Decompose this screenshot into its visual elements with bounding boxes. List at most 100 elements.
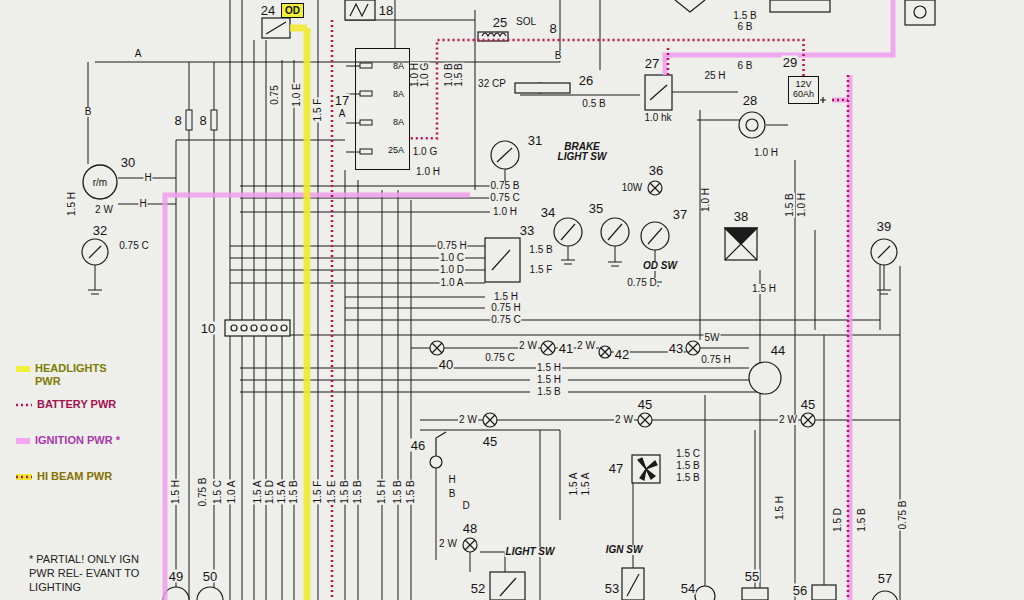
gauge-circle: r/m <box>82 164 118 200</box>
wire-code: 1.5 C <box>213 479 223 505</box>
wire-code: B <box>448 489 457 499</box>
wire-code: 2 W <box>614 415 634 425</box>
wire-code: 1.0 H <box>410 62 420 88</box>
fuse-symbol <box>186 110 192 130</box>
wire-code: 1.5 B <box>732 11 757 21</box>
legend-line-sample <box>16 401 32 409</box>
wire-code: 6 B <box>736 22 753 32</box>
fuse-box: 8A8A8A25A <box>355 48 410 170</box>
callout-number: 53 <box>604 582 620 595</box>
wire-code: H <box>143 173 152 183</box>
wire-code: 2 W <box>438 539 458 549</box>
wire-code: 1.5 B <box>393 479 403 504</box>
callout-number: 38 <box>733 210 749 223</box>
callout-number: 17 <box>334 94 350 107</box>
wire-code: 1.5 F <box>313 480 323 505</box>
note-text: * PARTIAL! ONLY IGN PWR REL- EVANT TO LI… <box>28 552 155 594</box>
wire-code: 1.5 H <box>536 375 562 385</box>
wire-code: 1.0 G <box>412 147 438 157</box>
gauge-symbols <box>82 112 898 600</box>
wire-code: 10W <box>621 183 644 193</box>
callout-number: 40 <box>438 358 454 371</box>
callout-number: 47 <box>608 462 624 475</box>
wire-code: 1.5 H <box>171 479 181 505</box>
wire-code: 1.5 B <box>675 461 700 471</box>
wire-code: 0.75 B <box>198 477 208 508</box>
callout-number: 8 <box>198 114 207 127</box>
wire-code: H <box>138 199 147 209</box>
callout-number: 35 <box>588 202 604 215</box>
wire-code: 1.5 B <box>675 473 700 483</box>
node-text: 8A <box>393 118 404 128</box>
callout-number: 36 <box>648 164 664 177</box>
callout-number: 31 <box>527 134 543 147</box>
callout-number: 30 <box>120 156 136 169</box>
wire-code: A <box>134 49 143 59</box>
wire-code: 1.0 B <box>444 62 454 87</box>
wire-code: 2 W <box>458 415 478 425</box>
fuse-symbol <box>360 91 372 96</box>
wire-code: 1.0 A <box>440 278 465 288</box>
legend-swatch <box>16 438 30 444</box>
legend-text: BATTERY PWR <box>37 398 116 411</box>
wire-code: 1.5 B <box>340 479 350 504</box>
wire-code: 1.0 G <box>420 62 430 88</box>
battery-box: 12V 60Ah <box>788 76 819 104</box>
wire-code: 1.5 H <box>536 363 562 373</box>
legend-line-sample <box>16 473 32 481</box>
callout-number: 37 <box>672 208 688 221</box>
wire-code: 0.75 H <box>700 355 731 365</box>
wire-code: 0.75 B <box>898 500 908 531</box>
legend-item: HI BEAM PWR <box>16 470 112 483</box>
wires <box>88 0 900 600</box>
switch-label: BRAKE LIGHT SW <box>552 142 612 162</box>
wire-code: 1.5 E <box>327 479 337 504</box>
node-text: r/m <box>93 177 107 188</box>
wire-code: 0.75 C <box>484 353 515 363</box>
switch-label: IGN SW <box>605 545 644 555</box>
callout-number: 44 <box>770 344 786 357</box>
wire-code: 1.5 B <box>785 192 795 217</box>
wire-code: H <box>447 475 456 485</box>
component-boxes <box>225 0 935 600</box>
wire-code: B <box>554 51 563 61</box>
callout-number: 10 <box>200 322 216 335</box>
switch-label: LIGHT SW <box>505 547 556 557</box>
wire-code: 2 W <box>576 341 596 351</box>
wire-code: 1.0 C <box>439 253 465 263</box>
lamp-symbols <box>430 83 815 552</box>
wire-code: 1.0 A <box>227 480 237 505</box>
callout-number: 42 <box>614 348 630 361</box>
callout-number: 18 <box>378 4 394 17</box>
callout-number: 48 <box>462 522 478 535</box>
wire-code: 1.0 H <box>415 167 441 177</box>
wire-code: 1.5 H <box>377 479 387 505</box>
wire-code: 1.5 D <box>833 507 843 533</box>
wire-code: 1.0 H <box>701 187 711 213</box>
wire-code: 1.0 D <box>439 265 465 275</box>
callout-number: 39 <box>876 220 892 233</box>
wire-code: 1.5 A <box>277 480 287 505</box>
wire-code: 0.75 C <box>490 315 521 325</box>
wire-code: 1.5 B <box>536 387 561 397</box>
legend-text: HI BEAM PWR <box>37 470 112 483</box>
wire-code: SOL <box>515 17 537 27</box>
battery-feed-wire <box>410 40 804 138</box>
callout-number: 45 <box>482 435 498 448</box>
wire-code: 1.0 E <box>292 82 302 107</box>
legend-text: HEADLIGHTS PWR <box>35 362 121 388</box>
callout-number: 45 <box>637 398 653 411</box>
wire-code: 1.0 hk <box>643 113 672 123</box>
wire-code: 1.5 B <box>353 479 363 504</box>
fuse-symbol <box>360 149 372 154</box>
legend-item: IGNITION PWR * <box>16 434 120 447</box>
wire-code: 0.75 H <box>436 241 467 251</box>
wire-code: 6 B <box>736 61 753 71</box>
legend-swatch <box>16 366 30 372</box>
callout-number: 33 <box>519 224 535 237</box>
relay-label-box: OD <box>281 3 304 18</box>
wire-code: 1.5 A <box>581 472 591 497</box>
callout-number: 27 <box>644 57 660 70</box>
wire-code: 1.5 F <box>313 98 323 123</box>
